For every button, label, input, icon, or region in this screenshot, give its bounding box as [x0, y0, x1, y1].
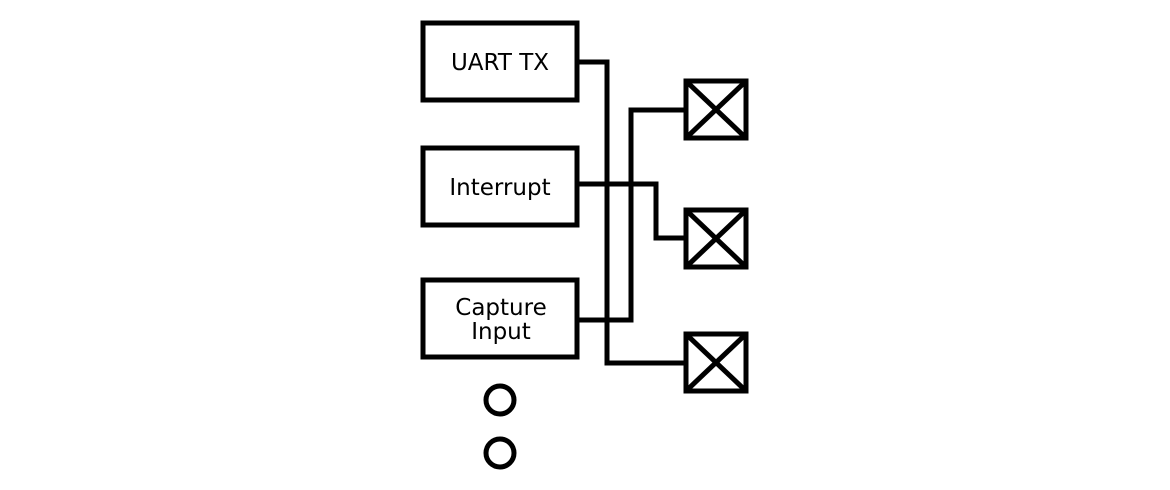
pin-cross-icon — [684, 208, 748, 269]
continuation-dot — [483, 436, 517, 470]
wire-capture-input-to-pin-1 — [577, 107, 686, 323]
wire-interrupt-to-pin-2 — [577, 181, 686, 241]
output-pin-3 — [683, 331, 749, 394]
function-block-frame — [420, 277, 580, 360]
connection-wires — [577, 59, 686, 366]
function-block-frame — [420, 20, 580, 103]
function-block-label: Interrupt — [449, 175, 550, 201]
output-pin-2 — [683, 207, 749, 270]
function-block-capture-input: Capture Input — [420, 277, 580, 360]
function-block-label: UART TX — [451, 50, 549, 76]
wire-uart-tx-to-pin-3 — [577, 59, 686, 366]
continuation-dot — [483, 383, 517, 417]
continuation-dots — [483, 383, 517, 470]
output-pin-1 — [683, 78, 749, 141]
function-block-label-line-2: Input — [471, 319, 531, 345]
function-block-label-line-1: Capture — [455, 295, 546, 321]
pin-cross-icon — [684, 332, 748, 393]
function-block-frame — [420, 145, 580, 228]
function-block-uart-tx: UART TX — [420, 20, 580, 103]
function-block-interrupt: Interrupt — [420, 145, 580, 228]
pin-cross-icon — [684, 79, 748, 140]
